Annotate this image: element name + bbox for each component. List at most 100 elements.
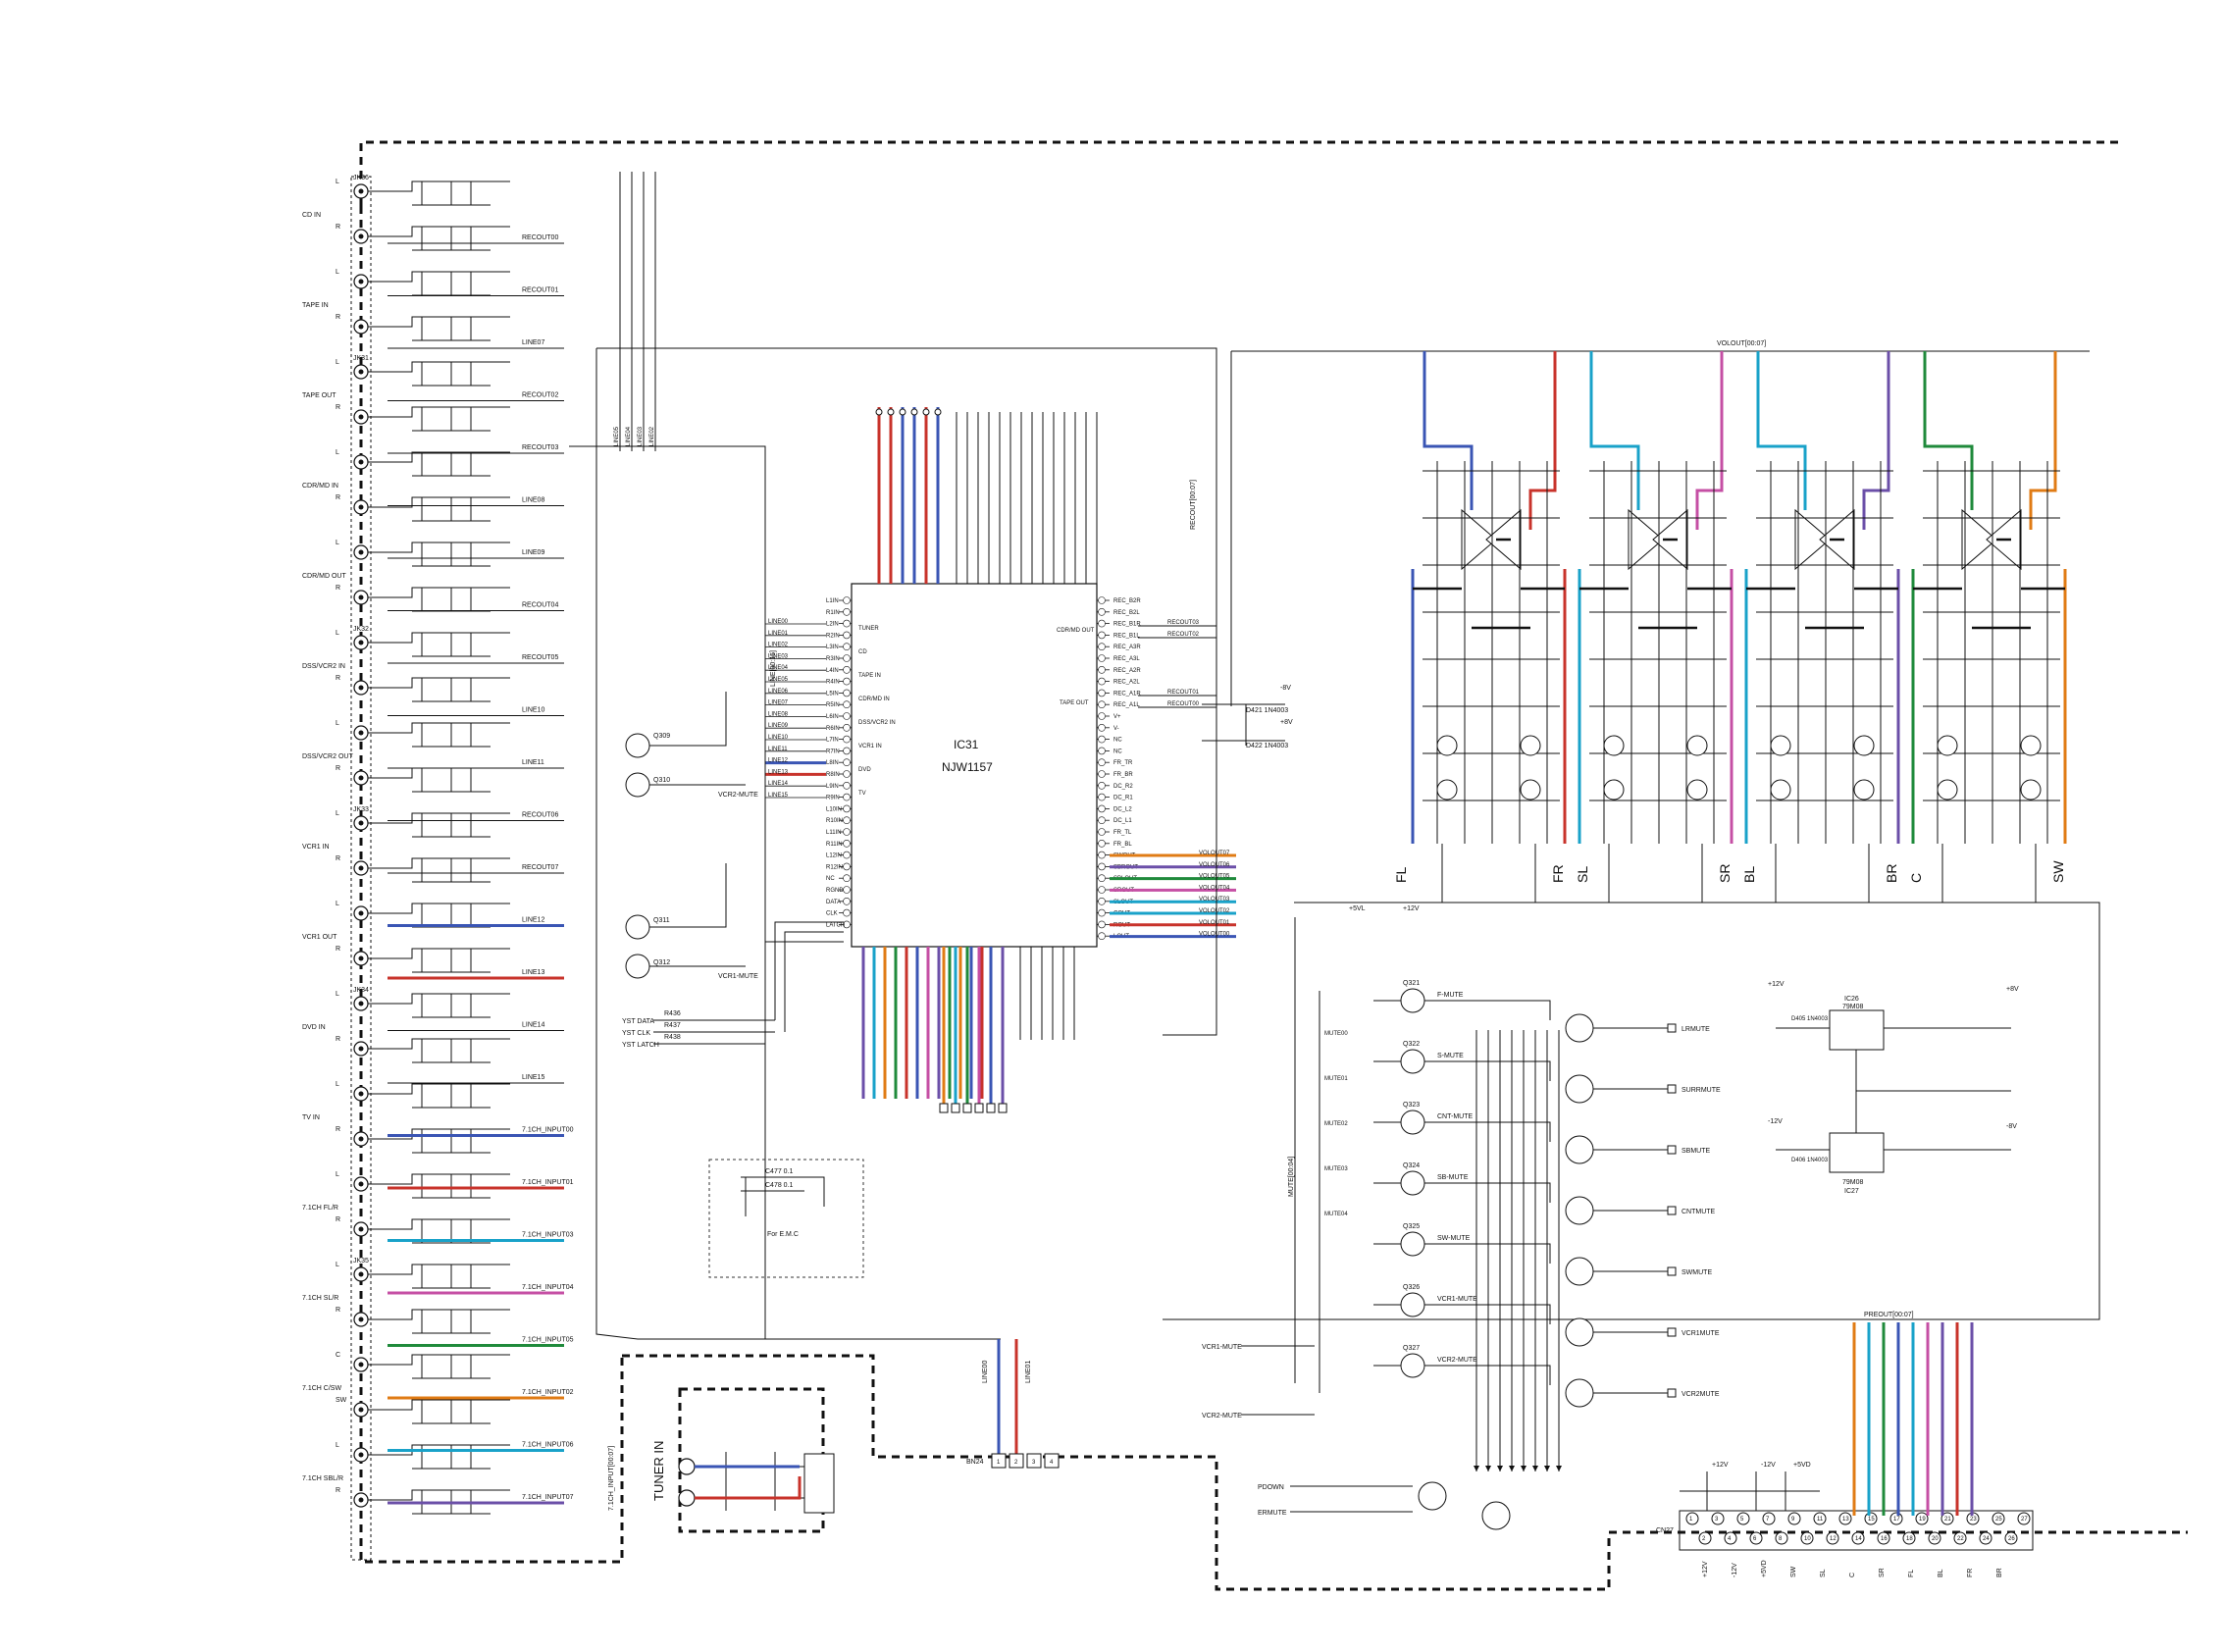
ic-right-pin-label: REC_B1R <box>1113 622 1141 628</box>
rca-jack-center-icon <box>358 594 364 600</box>
svg-text:3: 3 <box>1032 1460 1036 1466</box>
ic-left-line-label: LINE08 <box>768 711 789 717</box>
yst-interface: YST DATA YST CLK YST LATCH R436 R437 R43… <box>622 921 844 1049</box>
cn27-body <box>1679 1510 2034 1551</box>
transistor-icon <box>1686 735 1708 756</box>
svg-text:+5VD: +5VD <box>1793 1462 1811 1469</box>
svg-text:+8V: +8V <box>2006 986 2019 993</box>
ic-left-pin-label: L1IN <box>826 598 839 604</box>
transistor-icon <box>2020 779 2042 800</box>
ic-left-pin-label: R5IN <box>826 702 840 708</box>
svg-text:19: 19 <box>1919 1517 1926 1523</box>
volout-net-label: VOLOUT07 <box>1199 851 1230 856</box>
rca-jack-center-icon <box>358 369 364 375</box>
ic-left-pin-label: L12IN <box>826 853 842 859</box>
ic-left-pin-label: DATA <box>826 900 841 905</box>
left-net-label: RECOUT04 <box>522 602 558 609</box>
cn27-signal-label: +12V <box>1702 1561 1709 1577</box>
cn27-pin <box>1953 1531 1967 1545</box>
ic-left-pin-label: R6IN <box>826 726 840 732</box>
svg-text:26: 26 <box>2008 1536 2015 1542</box>
volout-net-label: VOLOUT02 <box>1199 908 1230 914</box>
left-net-label: 7.1CH_INPUT02 <box>522 1389 574 1396</box>
bn24-label: BN24 <box>966 1459 984 1466</box>
svg-text:2: 2 <box>1014 1460 1018 1466</box>
svg-text:2: 2 <box>1702 1536 1706 1542</box>
rca-jack-center-icon <box>358 1452 364 1458</box>
jack-channel-label: L <box>336 179 339 185</box>
svg-text:-8V: -8V <box>1280 685 1291 692</box>
svg-text:Q311: Q311 <box>653 917 670 924</box>
transistor-icon <box>1770 735 1791 756</box>
ic-left-line-label: LINE07 <box>768 700 789 706</box>
ic-left-pin-label: L3IN <box>826 645 839 650</box>
ic-inner-label: CD <box>858 649 867 655</box>
ic-left-line-label: LINE09 <box>768 723 789 729</box>
mute-fet-icon <box>1565 1317 1594 1347</box>
connector-pin <box>991 1453 1007 1469</box>
mute-input-label: PDOWN <box>1258 1484 1284 1491</box>
rca-jack-center-icon <box>358 730 364 736</box>
ic-right-pin-label: DC_L1 <box>1113 818 1132 824</box>
input-jack-group: LR <box>336 359 369 425</box>
transistor-icon <box>1436 779 1458 800</box>
ic-right-net-label: RECOUT00 <box>1167 701 1200 707</box>
cn27-pin <box>1877 1531 1890 1545</box>
transistor-icon <box>1418 1481 1447 1511</box>
ic-top-colored-traces <box>875 407 1098 584</box>
input71-bus-label: 7.1CH_INPUT[00:07] <box>608 1446 615 1511</box>
transistor-icon <box>1937 735 1958 756</box>
left-net-label: RECOUT00 <box>522 234 558 241</box>
cn27-pin <box>1902 1531 1916 1545</box>
cn27-pin <box>1711 1512 1725 1525</box>
cn27-pin <box>1992 1512 2005 1525</box>
svg-text:13: 13 <box>1842 1517 1849 1523</box>
mute-output-terminal <box>1667 1388 1677 1398</box>
mute-transistor-label: Q326 <box>1403 1284 1420 1291</box>
preamp-section <box>1911 351 2067 903</box>
input-jack-label: TAPE OUT <box>302 392 336 399</box>
volout-net-label: VOLOUT00 <box>1199 932 1230 938</box>
mute-transistor-icon <box>1400 1170 1425 1196</box>
ic-right-pin-label: REC_A1L <box>1113 702 1140 708</box>
ic-left-pin-label: R8IN <box>826 772 840 778</box>
svg-text:YST CLK: YST CLK <box>622 1030 650 1037</box>
ic-bottom-colored-traces <box>861 947 1075 1113</box>
cn27-pin <box>2004 1531 2018 1545</box>
ic-right-pin-label: NC <box>1113 749 1122 754</box>
rca-jack-center-icon <box>358 910 364 916</box>
transistor-icon <box>1770 779 1791 800</box>
left-net-label: LINE13 <box>522 969 544 976</box>
cn27-pin <box>1698 1531 1712 1545</box>
mute-transistor-icon <box>1400 988 1425 1013</box>
ic-left-pin-label: R10IN <box>826 818 843 824</box>
preamp-section <box>1578 351 1733 903</box>
left-net-label: LINE10 <box>522 707 544 714</box>
volout-net-label: VOLOUT01 <box>1199 920 1230 926</box>
ic-inner-label: DSS/VCR2 IN <box>858 720 896 726</box>
jack-channel-label: R <box>336 224 340 231</box>
jack-channel-label: R <box>336 1126 340 1133</box>
cn27-pin <box>1775 1531 1788 1545</box>
cn27-signal-label: FL <box>1908 1570 1915 1577</box>
jack-channel-label: L <box>336 1171 339 1178</box>
mute-function-label: F-MUTE <box>1437 992 1464 999</box>
cn27-pin <box>1736 1512 1750 1525</box>
emc-box: For E.M.C C477 0.1 C478 0.1 <box>708 1159 864 1278</box>
svg-text:3: 3 <box>1715 1517 1719 1523</box>
cn27-signal-label: SL <box>1820 1569 1827 1577</box>
mute-signal-label: SWMUTE <box>1682 1269 1712 1276</box>
mute-transistor-icon <box>1400 1049 1425 1074</box>
mute-net-label: MUTE01 <box>1324 1076 1348 1082</box>
mute-function-label: SW-MUTE <box>1437 1235 1471 1242</box>
rca-jack-center-icon <box>358 865 364 871</box>
svg-text:9: 9 <box>1791 1517 1795 1523</box>
svg-text:D406 1N4003: D406 1N4003 <box>1791 1158 1829 1163</box>
cn27-pin <box>1826 1531 1839 1545</box>
vcr-mute-transistors: Q309 Q310 Q311 Q312 VCR2-MUTE VCR1-MUTE <box>625 692 758 980</box>
svg-text:-8V: -8V <box>2006 1123 2017 1130</box>
input-filter-networks <box>368 181 510 1515</box>
ic-right-pin-label: V- <box>1113 726 1119 732</box>
